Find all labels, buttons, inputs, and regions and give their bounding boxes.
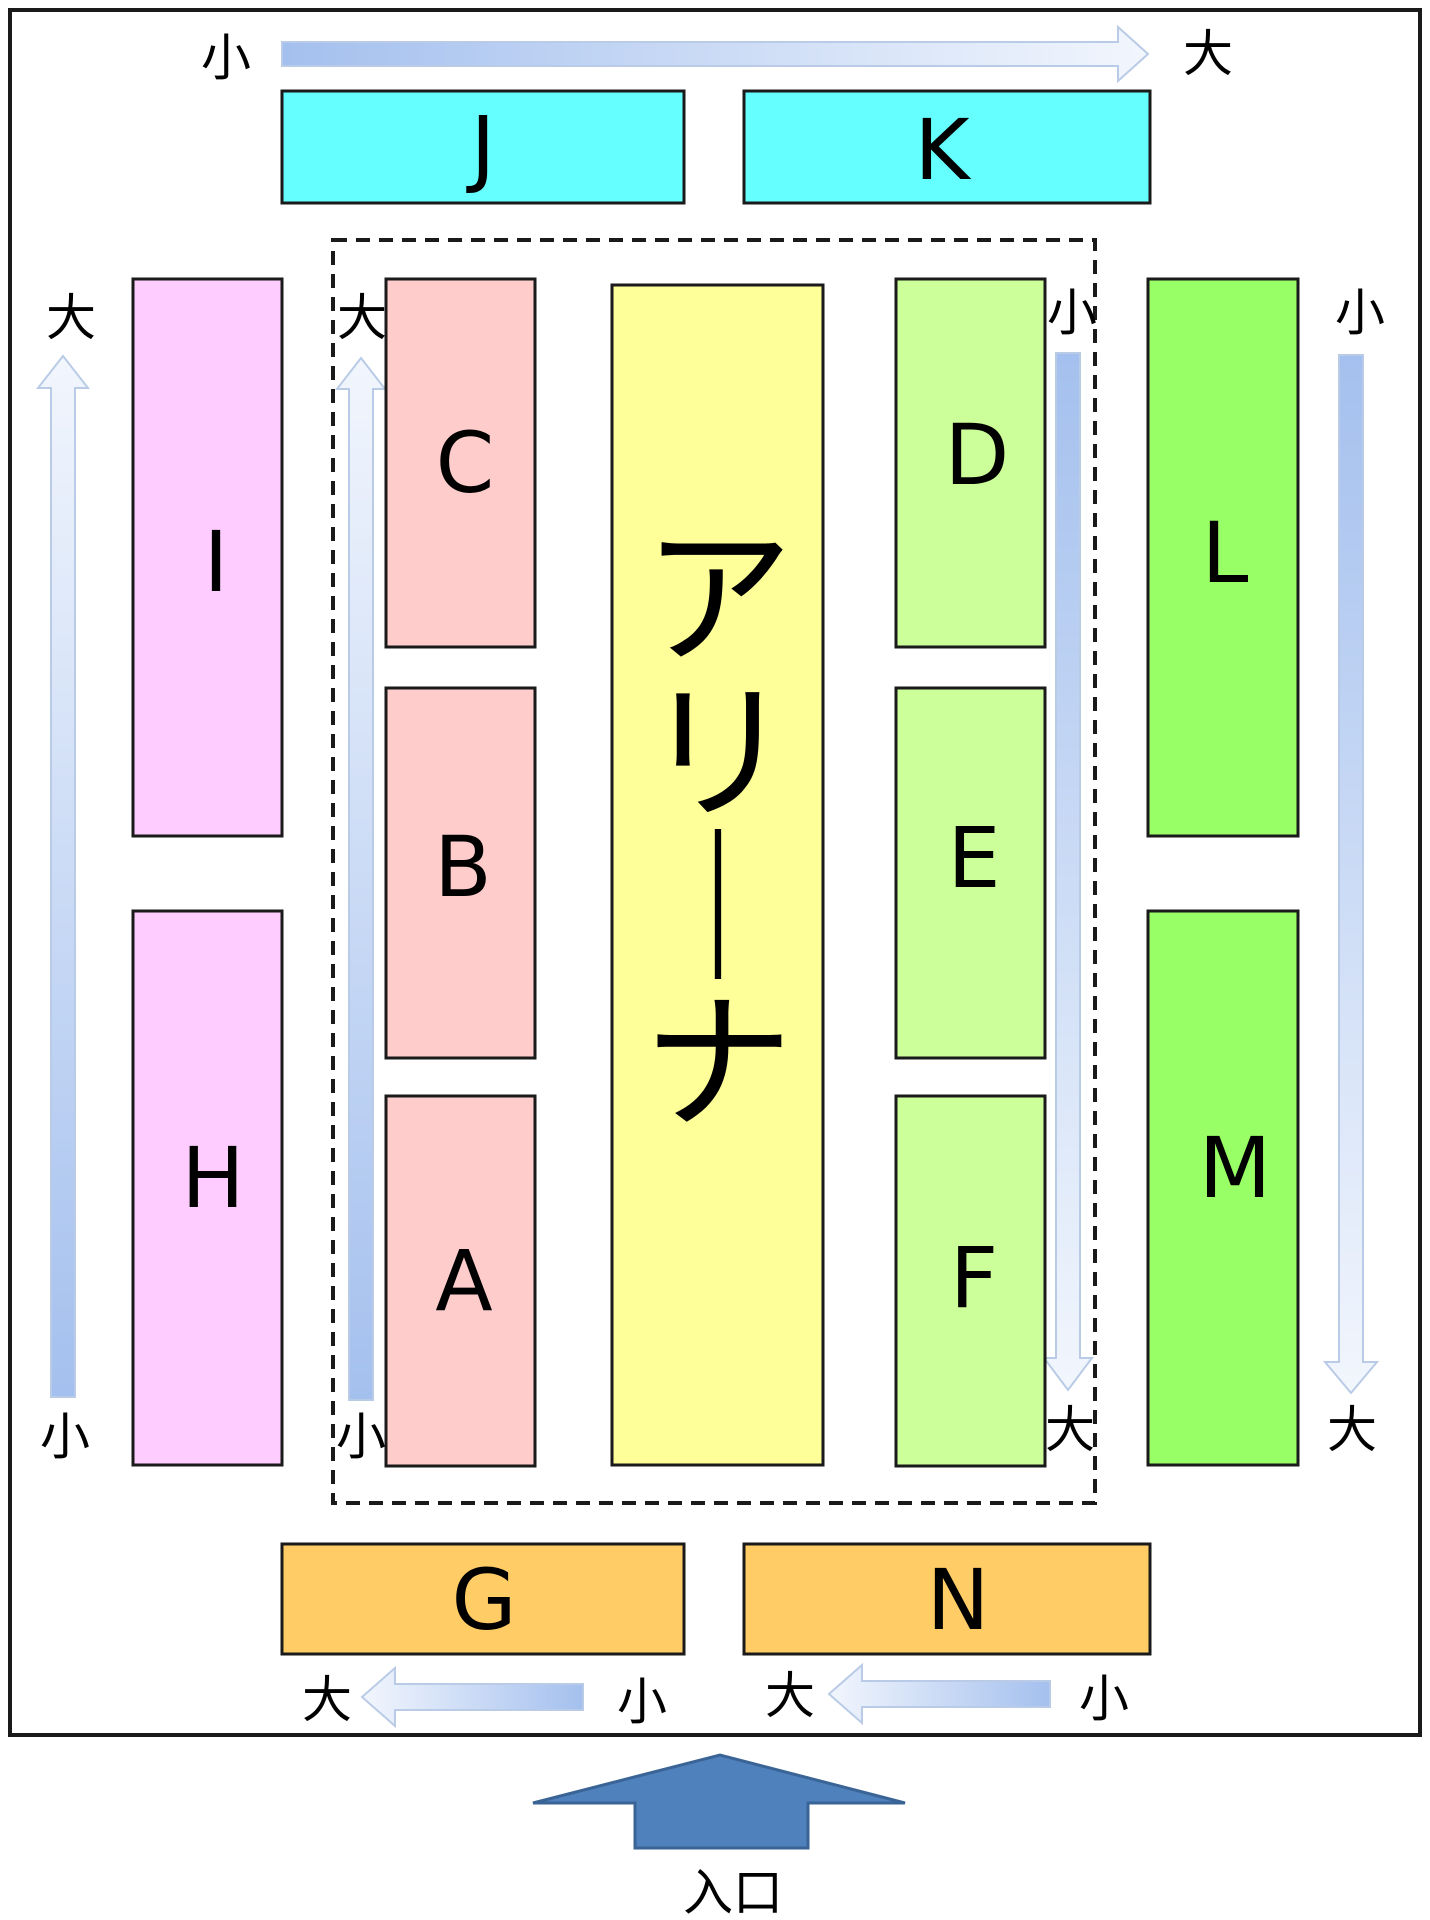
size-label-small: 小 — [1047, 284, 1097, 342]
block-h — [131, 909, 284, 1467]
size-label-large: 大 — [1183, 25, 1233, 83]
block-m — [1146, 909, 1300, 1467]
entrance-label: 入口 — [683, 1864, 783, 1920]
arrow-top-right — [281, 24, 1150, 84]
block-l — [1146, 277, 1300, 838]
block-a — [384, 1094, 537, 1468]
block-m-label: M — [1199, 1119, 1271, 1217]
entrance-arrow — [532, 1753, 906, 1850]
arena-label-char: ア — [643, 513, 793, 687]
arena-floor-region — [331, 238, 1097, 1505]
block-g-label: G — [451, 1551, 516, 1649]
arrow-left-outer-up — [35, 354, 91, 1398]
size-label-large: 大 — [1327, 1401, 1377, 1459]
block-b-label: B — [434, 818, 492, 916]
block-g — [280, 1542, 686, 1656]
block-n — [742, 1542, 1152, 1656]
block-c-label: C — [436, 414, 495, 512]
size-label-small: 小 — [40, 1408, 90, 1466]
size-label-small: 小 — [1335, 284, 1385, 342]
arena-label-char: ナ — [643, 978, 793, 1152]
block-h-label: H — [181, 1129, 244, 1227]
block-d — [894, 277, 1047, 649]
block-f-label: F — [950, 1229, 998, 1327]
size-label-large: 大 — [46, 289, 96, 347]
arena-label-char: リ — [643, 668, 793, 842]
block-e — [894, 686, 1047, 1060]
block-i-label: I — [204, 513, 229, 611]
block-k-label: K — [914, 101, 971, 199]
block-f — [894, 1094, 1047, 1468]
block-arena — [610, 283, 825, 1467]
block-l-label: L — [1202, 504, 1249, 602]
size-label-large: 大 — [302, 1671, 352, 1729]
size-label-large: 大 — [765, 1667, 815, 1725]
size-label-small: 小 — [336, 1408, 386, 1466]
arrow-bottom-right — [827, 1662, 1051, 1726]
size-label-large: 大 — [337, 289, 387, 347]
arrow-left-inner-up — [334, 356, 388, 1401]
block-arena-label: アリ｜ナ — [643, 513, 793, 1152]
size-label-small: 小 — [617, 1673, 667, 1731]
size-label-small: 小 — [1079, 1670, 1129, 1728]
block-e-label: E — [947, 809, 1000, 907]
size-label-small: 小 — [201, 29, 251, 87]
block-j — [280, 89, 686, 205]
block-i — [131, 277, 284, 838]
block-j-label: J — [466, 98, 496, 196]
arrow-bottom-left — [360, 1665, 584, 1729]
block-c — [384, 277, 537, 649]
arrow-right-inner-down — [1042, 352, 1094, 1392]
block-k — [742, 89, 1152, 205]
block-n-label: N — [927, 1551, 990, 1649]
block-a-label: A — [435, 1232, 492, 1330]
arena-label-char: ｜ — [643, 823, 793, 997]
block-b — [384, 686, 537, 1060]
block-d-label: D — [945, 406, 1010, 504]
arrow-right-outer-down — [1322, 354, 1380, 1395]
size-label-large: 大 — [1045, 1401, 1095, 1459]
